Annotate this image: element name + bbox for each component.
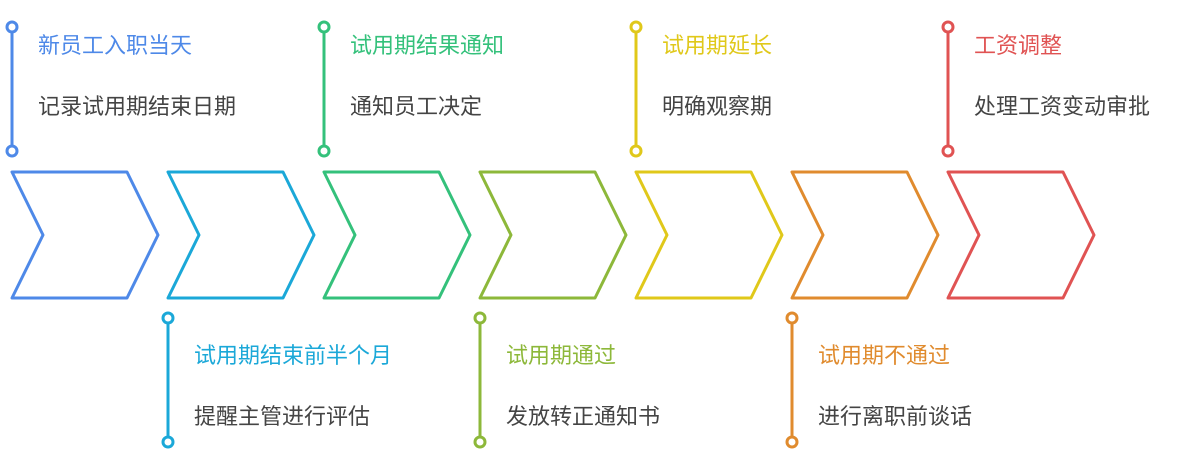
chevron-step-4	[478, 170, 628, 300]
chevron-step-1	[10, 170, 160, 300]
step-title: 新员工入职当天	[38, 34, 193, 59]
step-description: 通知员工决定	[350, 95, 483, 120]
step-description: 记录试用期结束日期	[38, 95, 237, 120]
step-title: 工资调整	[974, 34, 1063, 59]
step-title: 试用期通过	[506, 344, 617, 369]
chevron-step-3	[322, 170, 472, 300]
step-description: 提醒主管进行评估	[194, 405, 371, 430]
step-title: 试用期结果通知	[350, 34, 505, 59]
connector-dot	[473, 311, 487, 325]
chevron-step-7	[946, 170, 1096, 300]
connector-dot	[941, 20, 955, 34]
connector-dot	[629, 144, 643, 158]
step-title: 试用期延长	[662, 34, 773, 59]
step-title: 试用期结束前半个月	[194, 344, 393, 369]
chevron-step-6	[790, 170, 940, 300]
step-description: 明确观察期	[662, 95, 773, 120]
connector-dot	[5, 144, 19, 158]
step-description: 进行离职前谈话	[818, 405, 973, 430]
connector-dot	[317, 144, 331, 158]
step-title: 试用期不通过	[818, 344, 951, 369]
connector-dot	[785, 435, 799, 449]
chevron-step-2	[166, 170, 316, 300]
connector-dot	[317, 20, 331, 34]
step-description: 处理工资变动审批	[974, 95, 1151, 120]
connector-dot	[5, 20, 19, 34]
connector-dot	[629, 20, 643, 34]
connector-dot	[161, 311, 175, 325]
step-description: 发放转正通知书	[506, 405, 661, 430]
connector-dot	[785, 311, 799, 325]
connector-dot	[473, 435, 487, 449]
connector-dot	[161, 435, 175, 449]
chevron-step-5	[634, 170, 784, 300]
connector-dot	[941, 144, 955, 158]
